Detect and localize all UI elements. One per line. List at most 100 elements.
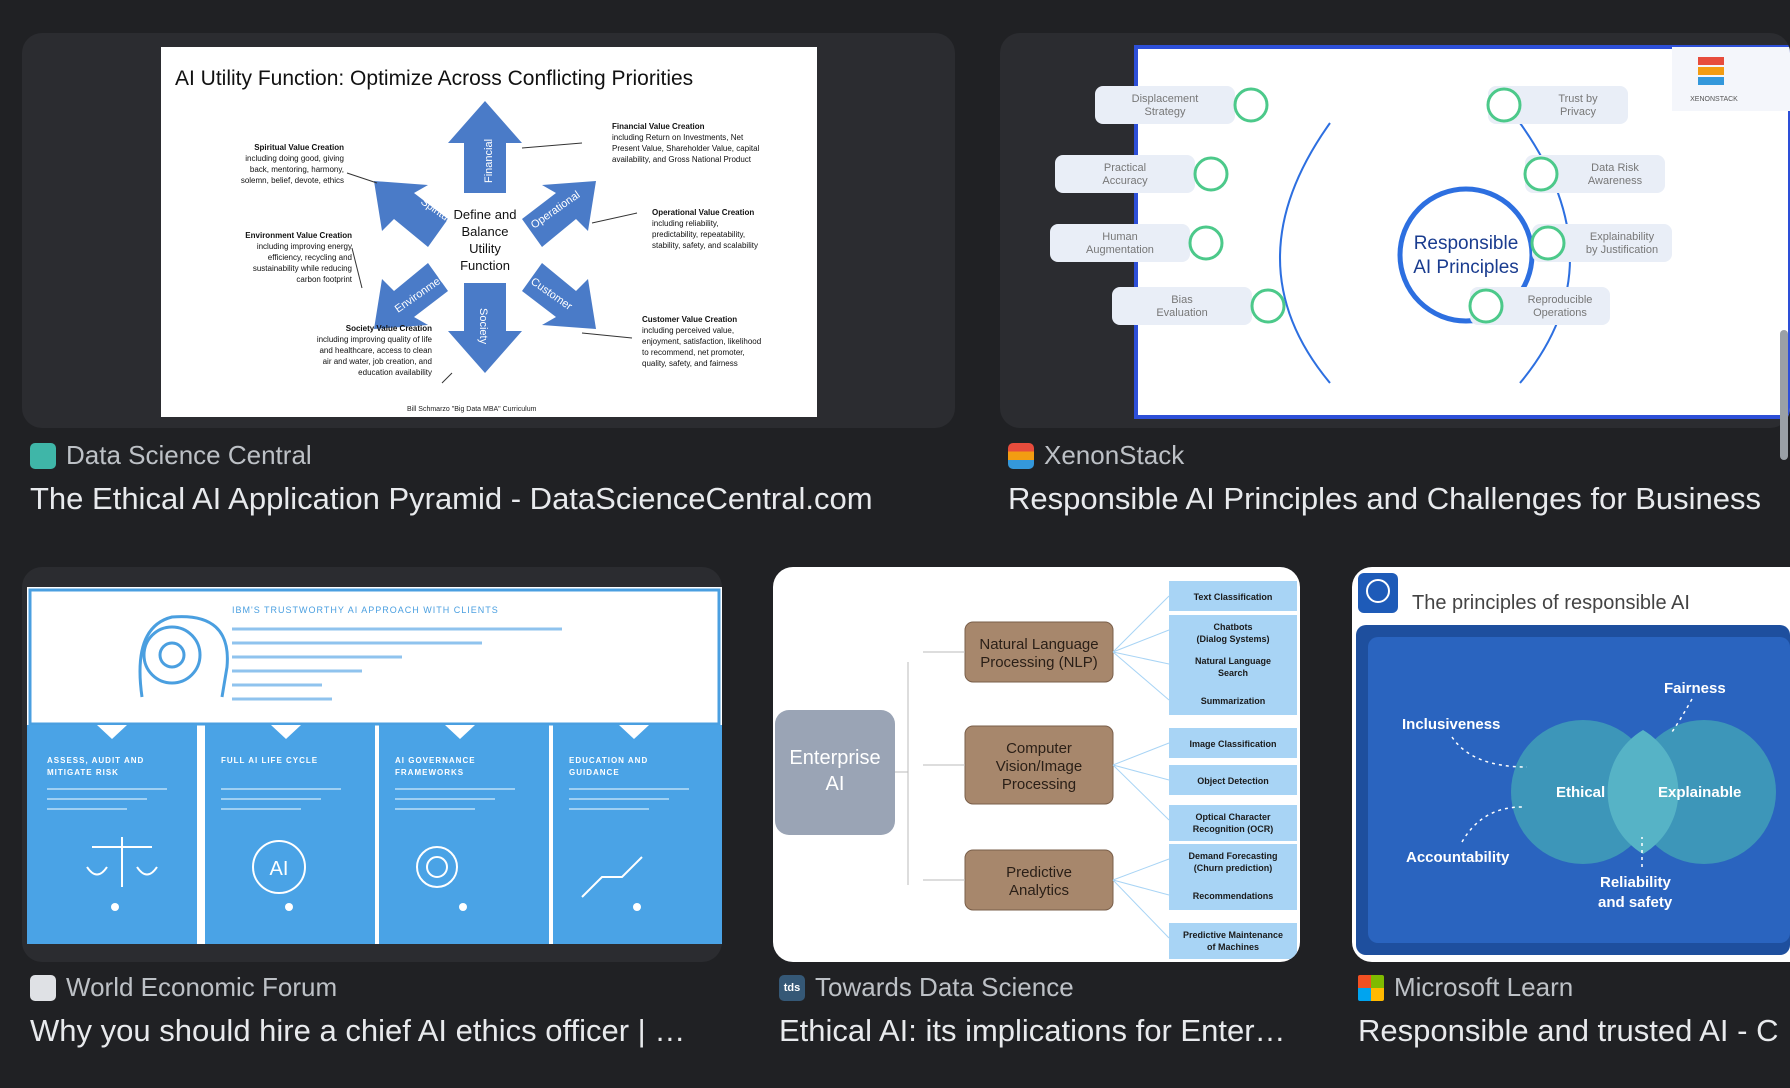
ai-category-label: Processing (NLP)	[980, 654, 1098, 671]
principle-icon	[1486, 87, 1522, 123]
value-block-heading: Operational Value Creation	[652, 208, 754, 217]
value-block-line: including Return on Investments, Net	[612, 133, 744, 142]
principle-label: Bias	[1171, 294, 1193, 306]
result-source[interactable]: XenonStack	[1008, 440, 1788, 471]
value-block-line: including perceived value,	[642, 326, 734, 335]
principle-pill	[1055, 155, 1195, 193]
brain-icon	[1358, 573, 1398, 613]
svg-text:Fairness: Fairness	[1664, 680, 1726, 697]
responsible-ai-principles-image: XENONSTACK Responsible AI Principles Dis…	[1050, 45, 1790, 419]
stairs-icon	[581, 856, 643, 898]
approach-column-title: FRAMEWORKS	[395, 768, 464, 777]
principle-label: Practical	[1104, 162, 1146, 174]
result-title[interactable]: Responsible and trusted AI - C	[1358, 1013, 1779, 1048]
principle-icon	[1530, 225, 1566, 261]
gear-head-icon	[138, 615, 229, 698]
value-block-line: stability, safety, and scalability	[652, 241, 758, 250]
principle-icon	[1523, 156, 1559, 192]
value-block-line: including reliability,	[652, 219, 719, 228]
ai-task-box	[1169, 765, 1297, 795]
page-scrollbar[interactable]	[1780, 330, 1788, 460]
tds-favicon-icon: tds	[779, 974, 805, 1001]
ibm-trustworthy-ai-image: IBM'S TRUSTWORTHY AI APPROACH WITH CLIEN…	[27, 587, 722, 944]
principle-label: Evaluation	[1156, 307, 1207, 319]
result-title[interactable]: Ethical AI: its implications for Enter…	[779, 1013, 1286, 1048]
result-source[interactable]: Data Science Central	[30, 440, 950, 471]
ai-category-label: Predictive	[1006, 864, 1072, 881]
principle-label: Human	[1102, 231, 1137, 243]
ai-task-box	[1169, 923, 1297, 959]
ai-category-label: Computer	[1006, 740, 1072, 757]
source-name: Data Science Central	[66, 440, 312, 470]
source-name: World Economic Forum	[66, 972, 338, 1002]
result-thumbnail[interactable]: The principles of responsible AI Fairnes…	[1352, 567, 1790, 962]
result-title[interactable]: The Ethical AI Application Pyramid - Dat…	[30, 481, 873, 516]
value-block-line: including doing good, giving	[245, 154, 344, 163]
value-block-line: quality, safety, and fairness	[642, 359, 738, 368]
value-block-line: air and water, job creation, and	[323, 357, 432, 366]
value-block-line: carbon footprint	[296, 275, 352, 284]
result-thumbnail[interactable]: IBM'S TRUSTWORTHY AI APPROACH WITH CLIEN…	[22, 567, 722, 962]
ai-utility-function-image: AI Utility Function: Optimize Across Con…	[161, 47, 817, 417]
ai-task-box	[1169, 581, 1297, 611]
principle-pill	[1095, 86, 1235, 124]
result-source[interactable]: World Economic Forum	[30, 972, 720, 1003]
principle-icon	[1188, 225, 1224, 261]
value-block-line: including improving quality of life	[317, 335, 433, 344]
ai-task-label: Demand Forecasting	[1188, 851, 1277, 861]
principle-label: Trust by	[1558, 93, 1598, 105]
svg-text:Explainable: Explainable	[1658, 784, 1741, 801]
principle-pill	[1488, 86, 1628, 124]
value-block-heading: Society Value Creation	[346, 324, 432, 333]
principle-icon	[1233, 87, 1269, 123]
xenonstack-logo-icon	[1698, 57, 1724, 85]
value-block-line: back, mentoring, harmony,	[250, 165, 344, 174]
svg-text:Balance: Balance	[462, 224, 509, 239]
principle-pill	[1470, 287, 1610, 325]
value-block-heading: Environment Value Creation	[245, 231, 352, 240]
ai-head-icon	[252, 840, 306, 894]
svg-text:Inclusiveness: Inclusiveness	[1402, 716, 1500, 733]
value-block-line: sustainability while reducing	[253, 264, 352, 273]
ai-task-box	[1169, 880, 1297, 910]
value-block-line: and healthcare, access to clean	[319, 346, 432, 355]
ai-head-label: AI	[270, 858, 289, 880]
ai-task-label: Image Classification	[1189, 739, 1276, 749]
approach-column-title: FULL AI LIFE CYCLE	[221, 756, 318, 765]
value-block-line: efficiency, recycling and	[268, 253, 352, 262]
result-title[interactable]: Responsible AI Principles and Challenges…	[1008, 481, 1762, 516]
result-title[interactable]: Why you should hire a chief AI ethics of…	[30, 1013, 686, 1048]
weforum-favicon-icon	[30, 974, 56, 1001]
svg-text:Reliability: Reliability	[1600, 874, 1672, 891]
source-name: XenonStack	[1044, 440, 1185, 470]
target-icon	[416, 846, 458, 888]
ai-task-label: Recognition (OCR)	[1193, 824, 1274, 834]
ai-task-box	[1169, 685, 1297, 715]
result-source[interactable]: Microsoft Learn	[1358, 972, 1790, 1003]
approach-column-title: AI GOVERNANCE	[395, 756, 476, 765]
principle-label: Accuracy	[1102, 175, 1148, 187]
value-block-line: predictability, repeatability,	[652, 230, 745, 239]
principle-label: Data Risk	[1591, 162, 1639, 174]
result-thumbnail[interactable]: AI Utility Function: Optimize Across Con…	[22, 33, 955, 428]
value-block-heading: Customer Value Creation	[642, 315, 737, 324]
approach-column-title: MITIGATE RISK	[47, 768, 119, 777]
principle-icon	[1193, 156, 1229, 192]
result-thumbnail[interactable]: XENONSTACK Responsible AI Principles Dis…	[1000, 33, 1790, 428]
microsoft-favicon-icon	[1358, 974, 1384, 1001]
ai-category-label: Analytics	[1009, 882, 1069, 899]
principle-pill	[1112, 287, 1252, 325]
ai-category-label: Vision/Image	[996, 758, 1082, 775]
approach-column-title: ASSESS, AUDIT AND	[47, 756, 144, 765]
principle-label: Privacy	[1560, 106, 1597, 118]
datasciencecentral-favicon-icon	[30, 442, 56, 469]
svg-text:Ethical: Ethical	[1556, 784, 1605, 801]
principle-label: Displacement	[1132, 93, 1199, 105]
value-block-line: availability, and Gross National Product	[612, 155, 752, 164]
principle-label: Awareness	[1588, 175, 1643, 187]
result-source[interactable]: tds Towards Data Science	[779, 972, 1299, 1003]
svg-text:and safety: and safety	[1598, 894, 1673, 911]
principle-pill	[1525, 155, 1665, 193]
svg-text:Society: Society	[477, 308, 489, 345]
